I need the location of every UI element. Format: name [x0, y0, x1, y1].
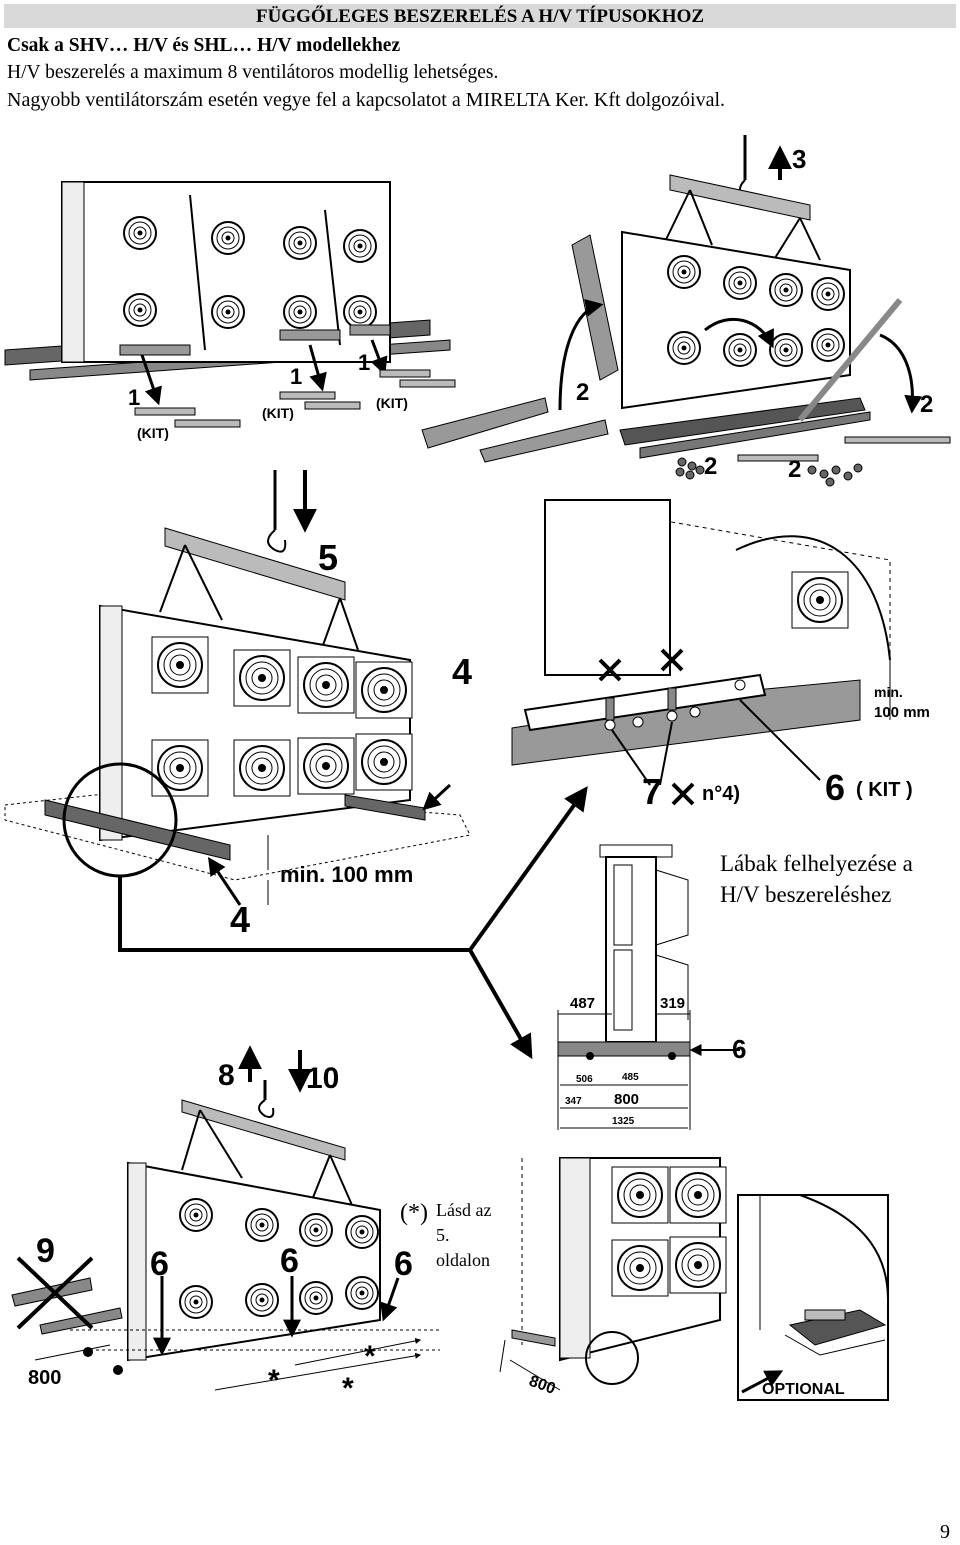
- models-line: Csak a SHV… H/V és SHL… H/V modellekhez: [7, 35, 401, 56]
- step-2-label: 2: [788, 456, 801, 483]
- step-3-label: 3: [792, 144, 806, 174]
- star-label: *: [342, 1372, 354, 1405]
- step-6-label: 6: [825, 767, 845, 808]
- star-label: *: [268, 1364, 280, 1397]
- step-6-label: 6: [150, 1245, 169, 1283]
- step-6-label: 6: [280, 1242, 299, 1280]
- limit-line: H/V beszerelés a maximum 8 ventilátoros …: [7, 62, 499, 83]
- dimension-label: 347: [565, 1096, 582, 1107]
- step-6-label: 6: [732, 1034, 746, 1064]
- step-7-note: n°4): [702, 783, 740, 805]
- step-5-label: 5: [318, 537, 338, 578]
- kit-label: (KIT): [262, 405, 294, 421]
- step-6-label: 6: [394, 1245, 413, 1283]
- min-label: min.: [874, 684, 903, 700]
- header-bar: [4, 4, 956, 28]
- kit-label: (KIT): [376, 395, 408, 411]
- step-4-label: 4: [452, 651, 472, 692]
- step-9-label: 9: [36, 1232, 55, 1270]
- figure-lower-on-beams: [4, 470, 588, 1060]
- step-1-label: 1: [358, 350, 370, 375]
- page-title: FÜGGŐLEGES BESZERELÉS A H/V TÍPUSOKHOZ: [255, 6, 705, 27]
- dimension-label: 1325: [612, 1116, 635, 1127]
- figure-kit-removal: [4, 181, 456, 428]
- optional-label: OPTIONAL: [762, 1381, 845, 1398]
- dimension-label: 485: [622, 1072, 639, 1083]
- note-line: Lásd az: [436, 1200, 492, 1220]
- page-number: 9: [940, 1521, 950, 1543]
- caption-line: H/V beszereléshez: [720, 882, 892, 907]
- dimension-label: 487: [570, 995, 595, 1012]
- star-label: *: [364, 1340, 376, 1373]
- min-value-label: 100 mm: [874, 704, 930, 721]
- step-2-label: 2: [704, 453, 717, 480]
- see-page-note: Lásd az 5. oldalon: [436, 1198, 491, 1273]
- note-line: oldalon: [436, 1250, 490, 1270]
- step-1-label: 1: [128, 385, 140, 410]
- dimension-label: 319: [660, 995, 685, 1012]
- figure-final-placement: [11, 1045, 440, 1391]
- dimension-label: 506: [576, 1074, 593, 1085]
- step-2-label: 2: [576, 379, 589, 406]
- figure-optional-pad: [737, 1194, 889, 1401]
- step-1-label: 1: [290, 364, 302, 389]
- figure-lift-off-pallet: [421, 135, 951, 487]
- kit-label: ( KIT ): [856, 779, 913, 801]
- contact-line: Nagyobb ventilátorszám esetén vegye fel …: [7, 89, 726, 111]
- figure-dimensions: [557, 844, 740, 1130]
- step-10-label: 10: [306, 1062, 339, 1095]
- figure-side-view: [499, 1157, 727, 1391]
- note-line: 5.: [436, 1225, 450, 1245]
- dimension-800-label: 800: [527, 1373, 558, 1398]
- step-2-label: 2: [920, 391, 933, 418]
- kit-label: (KIT): [137, 425, 169, 441]
- note-marker: (*): [400, 1200, 428, 1226]
- dimension-800-label: 800: [28, 1367, 61, 1389]
- min-distance-label: min. 100 mm: [280, 862, 413, 887]
- caption-line: Lábak felhelyezése a: [720, 851, 913, 876]
- step-7-label: 7: [642, 771, 662, 812]
- leg-caption: Lábak felhelyezése a H/V beszereléshez: [720, 848, 913, 910]
- dimension-label: 800: [614, 1091, 639, 1108]
- step-8-label: 8: [218, 1059, 235, 1092]
- step-4-label: 4: [230, 899, 250, 940]
- figure-leg-detail: [511, 499, 891, 806]
